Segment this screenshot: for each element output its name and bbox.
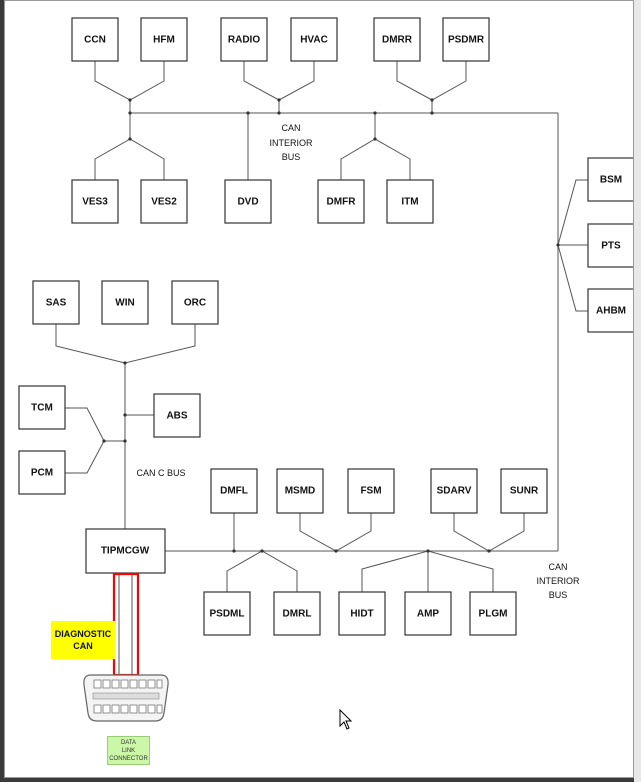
module-sas[interactable]: SAS	[32, 280, 80, 325]
module-fsm[interactable]: FSM	[347, 468, 395, 514]
module-abs[interactable]: ABS	[153, 393, 201, 438]
diagnostic-can-label-line1: DIAGNOSTIC	[54, 629, 112, 639]
diagnostic-can-highlight-box	[112, 572, 140, 677]
module-ves3[interactable]: VES3	[71, 179, 119, 224]
module-label: FSM	[360, 486, 381, 497]
module-psdmr[interactable]: PSDMR	[442, 17, 490, 62]
module-label: SUNR	[510, 486, 539, 497]
module-label: CCN	[84, 35, 106, 46]
obd-connector-icon	[83, 674, 169, 722]
module-dmfr[interactable]: DMFR	[317, 179, 365, 224]
module-label: MSMD	[285, 486, 316, 497]
diagnostic-can-label: DIAGNOSTIC CAN	[51, 621, 115, 659]
module-label: DMRR	[382, 35, 413, 46]
module-label: AMP	[417, 609, 440, 620]
can-interior-bus-label-bottom-1: CAN	[548, 562, 567, 572]
module-itm[interactable]: ITM	[386, 179, 434, 224]
module-label: DMFR	[327, 197, 357, 208]
junction-dots	[102, 98, 560, 553]
mouse-cursor-icon	[339, 709, 353, 730]
module-psdml[interactable]: PSDML	[203, 591, 251, 636]
module-label: HVAC	[300, 35, 328, 46]
module-label: BSM	[600, 175, 622, 186]
can-interior-bus-label-top-1: CAN	[281, 123, 300, 133]
can-interior-bus-label-bottom-3: BUS	[549, 590, 568, 600]
module-label: ITM	[401, 197, 418, 208]
data-link-connector-label: DATA LINK CONNECTOR	[107, 736, 150, 765]
module-label: PLGM	[479, 609, 508, 620]
module-plgm[interactable]: PLGM	[469, 591, 517, 636]
module-pcm[interactable]: PCM	[18, 450, 66, 495]
dlc-label-line3: CONNECTOR	[109, 755, 148, 762]
module-dmfl[interactable]: DMFL	[210, 468, 258, 514]
module-win[interactable]: WIN	[101, 280, 149, 325]
module-label: DMRL	[283, 609, 312, 620]
module-label: PSDML	[210, 609, 245, 620]
module-label: TIPMCGW	[101, 546, 150, 557]
dlc-label-line1: DATA	[120, 739, 137, 746]
module-hvac[interactable]: HVAC	[290, 17, 338, 62]
module-hfm[interactable]: HFM	[140, 17, 188, 62]
module-bsm[interactable]: BSM	[587, 157, 634, 202]
module-ves2[interactable]: VES2	[140, 179, 188, 224]
module-label: PCM	[31, 468, 53, 479]
module-dmrl[interactable]: DMRL	[273, 591, 321, 636]
dlc-label-line2: LINK	[121, 747, 136, 754]
diagram-frame: CCN HFM RADIO HVAC DMRR PSDMR VES3 VES2 …	[4, 0, 634, 778]
module-label: TCM	[31, 403, 53, 414]
module-hidt[interactable]: HIDT	[338, 591, 386, 636]
can-c-bus-label: CAN C BUS	[136, 468, 185, 478]
module-label: WIN	[115, 298, 134, 309]
module-label: HIDT	[350, 609, 373, 620]
module-amp[interactable]: AMP	[404, 591, 452, 636]
module-label: ABS	[166, 411, 187, 422]
module-label: SDARV	[437, 486, 472, 497]
module-tcm[interactable]: TCM	[18, 385, 66, 430]
module-label: HFM	[153, 35, 175, 46]
module-label: PTS	[601, 241, 621, 252]
can-interior-bus-label-top-3: BUS	[282, 152, 301, 162]
module-label: VES2	[151, 197, 177, 208]
module-msmd[interactable]: MSMD	[276, 468, 324, 514]
module-ahbm[interactable]: AHBM	[587, 288, 634, 333]
module-label: SAS	[46, 298, 67, 309]
module-label: RADIO	[228, 35, 260, 46]
module-sdarv[interactable]: SDARV	[430, 468, 478, 514]
can-interior-bus-label-top-2: INTERIOR	[269, 138, 313, 148]
can-interior-bus-label-bottom-2: INTERIOR	[536, 576, 580, 586]
module-label: PSDMR	[448, 35, 485, 46]
module-orc[interactable]: ORC	[171, 280, 219, 325]
module-tipmcgw[interactable]: TIPMCGW	[85, 528, 166, 574]
module-pts[interactable]: PTS	[587, 223, 634, 268]
module-dmrr[interactable]: DMRR	[373, 17, 421, 62]
module-radio[interactable]: RADIO	[220, 17, 268, 62]
module-label: ORC	[184, 298, 206, 309]
diagnostic-can-label-line2: CAN	[73, 641, 93, 651]
module-ccn[interactable]: CCN	[71, 17, 119, 62]
module-label: DMFL	[220, 486, 248, 497]
window-edge	[634, 0, 641, 782]
module-dvd[interactable]: DVD	[224, 179, 272, 224]
module-sunr[interactable]: SUNR	[500, 468, 548, 514]
module-label: DVD	[237, 197, 258, 208]
can-bus-diagram: CCN HFM RADIO HVAC DMRR PSDMR VES3 VES2 …	[18, 17, 634, 722]
module-label: VES3	[82, 197, 108, 208]
module-label: AHBM	[596, 306, 626, 317]
